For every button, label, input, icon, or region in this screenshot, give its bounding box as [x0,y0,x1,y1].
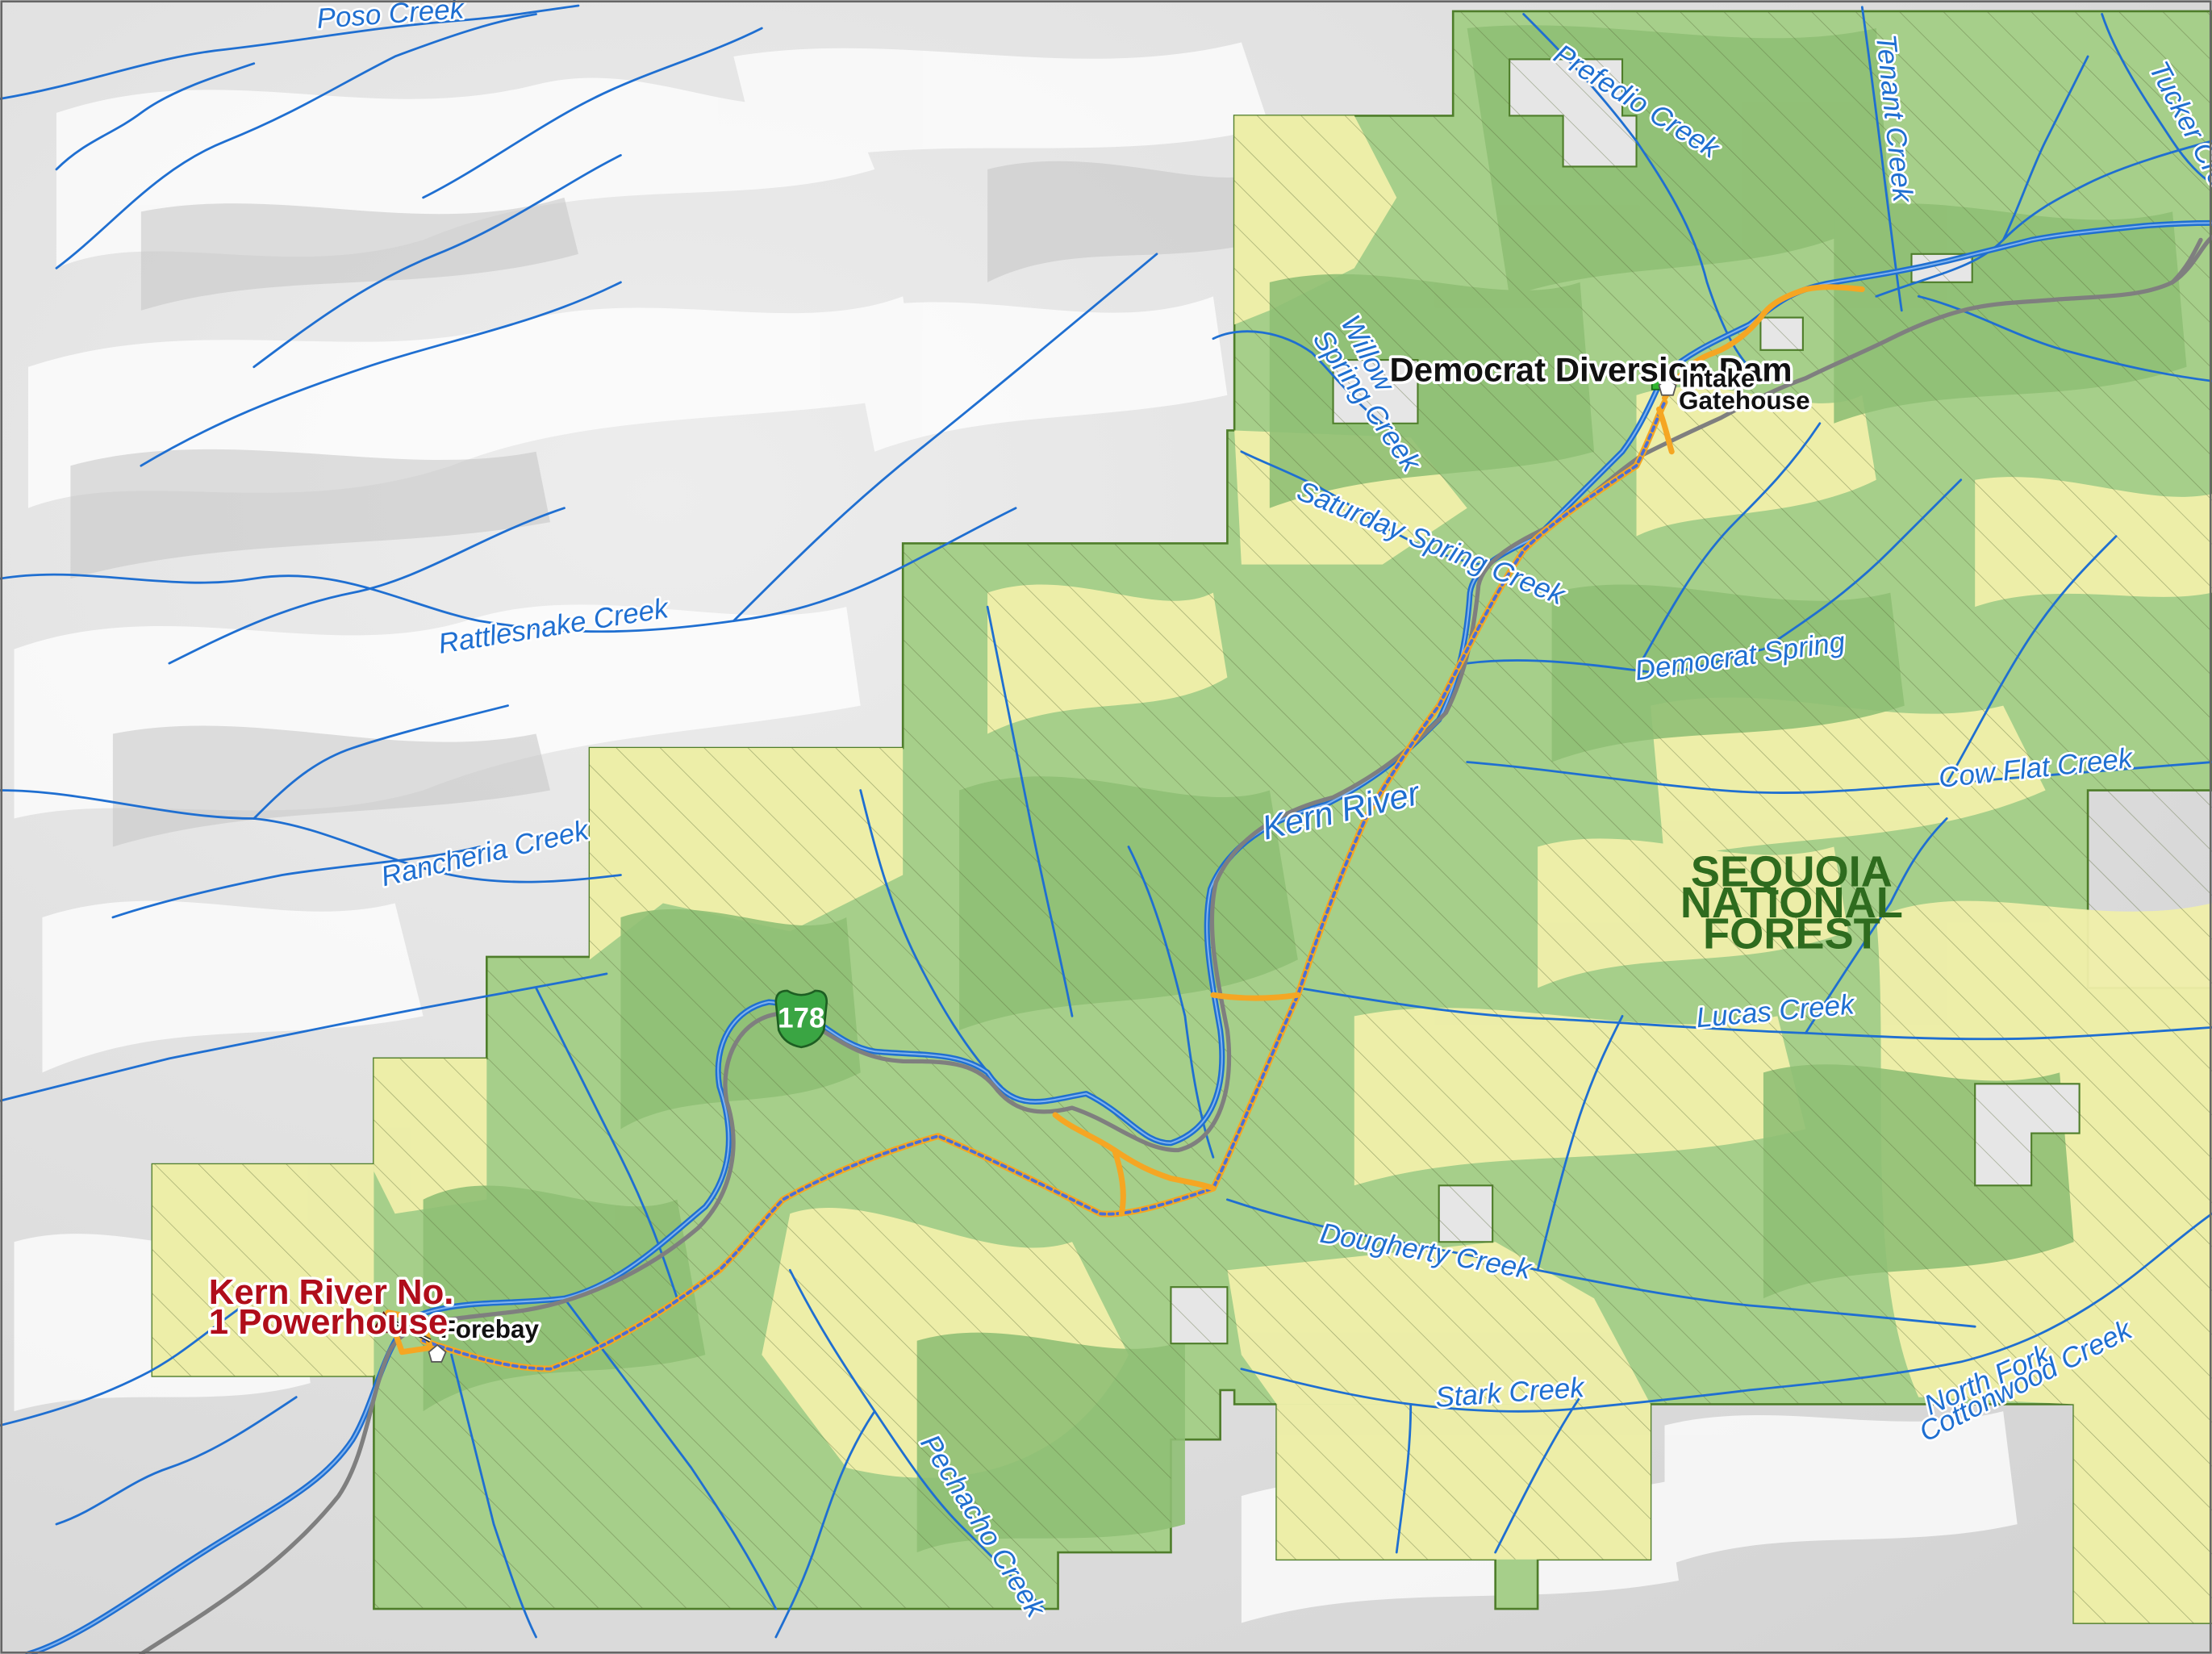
stream-north-1 [55,13,537,269]
stream-south-2 [450,1353,537,1639]
project-boundary-area [151,10,2212,1624]
stream-prefedio [1522,13,1751,369]
stream-inner-4 [1127,846,1215,1159]
intake-access-road [1661,284,1865,401]
label-gatehouse: Gatehouse [1679,386,1810,415]
label-democrat-diversion-dam: Democrat Diversion Dam [1389,350,1792,388]
stream-upper-branch [2001,55,2089,241]
stream-inner-1 [859,789,1003,1088]
conduit-blue-dash [421,400,1667,1371]
stream-tucker [2101,13,2212,185]
stream-mid-2 [168,507,566,665]
label-forest-line1: SEQUOIA [1691,847,1893,896]
label-forest-line2: NATIONAL [1680,879,1903,927]
forest-hatch-overlay [152,10,2212,1623]
intake-access-road-2 [1656,406,1675,455]
forebay-area [385,1309,433,1355]
stream-rattlesnake [0,507,1017,633]
forebay-marker [428,1343,447,1363]
stream-north-fork-cottonwood [1748,1212,2212,1392]
stream-pechacho [788,1268,1045,1610]
highway-178 [139,235,2212,1654]
stream-poso [0,4,580,100]
stream-mid-1 [140,281,622,467]
penstock-center [391,1320,431,1342]
stream-south-east [1494,1396,1581,1554]
label-forebay: Forebay [440,1315,540,1343]
stream-cow-flat [1466,761,2212,794]
stream-lucas-branch [1804,817,1948,1034]
facility-markers [371,374,1677,1363]
stream-willow [1212,330,1384,425]
stream-cow-branch [1945,535,2118,785]
stream-west-3 [0,1297,256,1427]
stream-north-2 [55,62,256,171]
project-features [385,284,1865,1355]
stream-north-3 [253,154,622,369]
highway-shield-shape [774,989,828,1049]
adit-road-2 [1052,1112,1217,1192]
stream-pechacho-branch [774,1410,876,1639]
stream-rancheria [0,789,622,883]
powerhouse-marker [371,1310,397,1334]
stream-democrat-branch-1 [1635,422,1822,672]
label-intake: Intake [1681,364,1755,392]
stream-stark [1240,1368,1751,1413]
stream-west-4 [55,1396,298,1526]
highway-shield: 178 [774,989,828,1049]
stream-rattlesnake-branch [732,253,1158,623]
stream-dougherty-branch [1536,1014,1624,1272]
highway-number: 178 [778,1002,824,1034]
stream-lucas [1296,987,2212,1041]
stream-north-4 [422,27,763,199]
stream-west-1 [0,972,608,1102]
stream-west-2 [111,846,481,919]
intake-gatehouse-marker [1658,377,1677,396]
roads [139,235,2212,1654]
stream-democrat-branch-2 [1762,478,1963,651]
stream-rancheria-branch [253,704,509,820]
road-east-spur [2170,237,2203,285]
stream-tenant [1860,6,1903,312]
adit-road-3 [1111,1147,1126,1217]
stream-dougherty [1225,1198,1976,1328]
stream-stark-branch [1395,1403,1413,1554]
label-powerhouse-line1: Kern River No. [209,1272,454,1312]
stream-inner-2 [986,605,1074,1017]
label-powerhouse-line2: 1 Powerhouse [209,1302,448,1342]
stream-saturday [1240,450,1483,566]
adit-road-1 [1210,992,1301,1001]
stream-upper-kern [1875,140,2212,298]
stream-ne-1 [1917,294,2212,382]
label-forest-line3: FOREST [1703,909,1880,958]
